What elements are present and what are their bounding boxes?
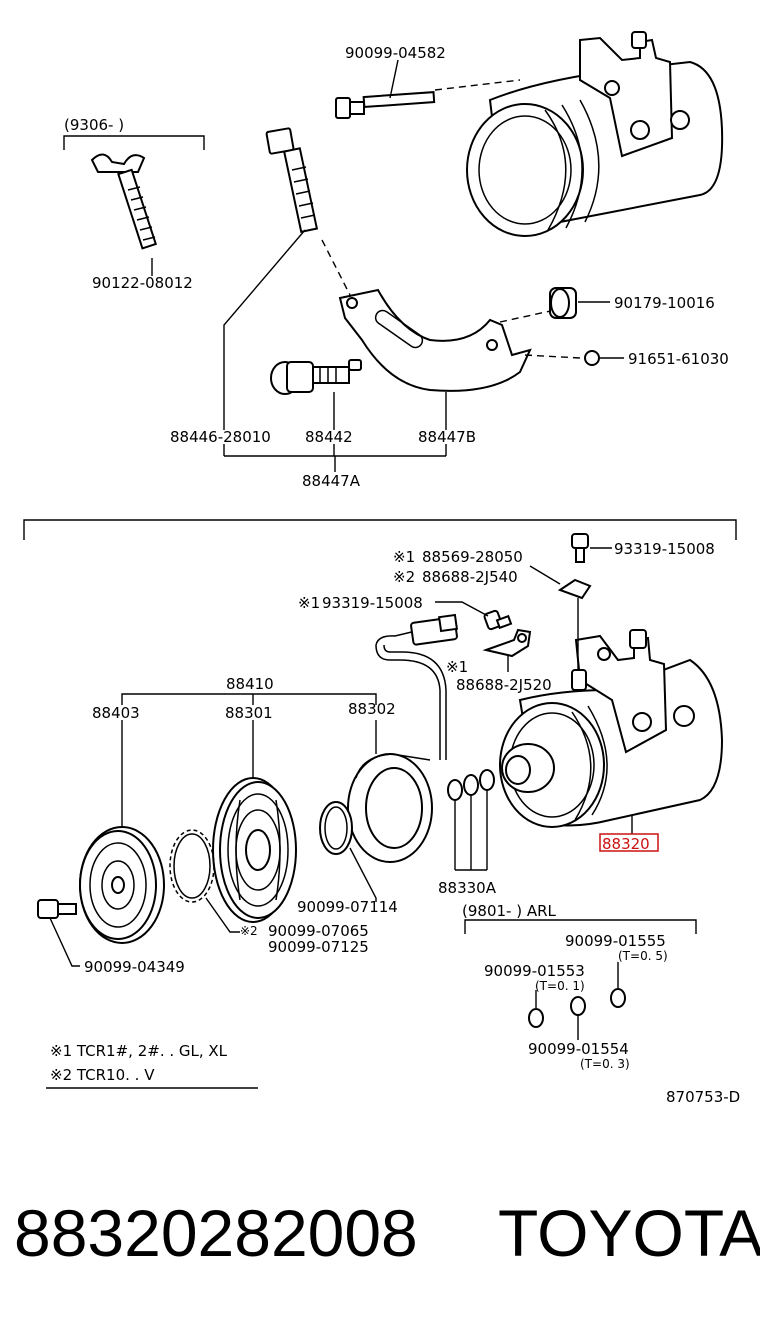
shims-illustration	[447, 769, 495, 871]
label-90099-01553: 90099-01553	[484, 962, 585, 980]
note-clip: ※1	[446, 658, 468, 676]
clip-illustration	[482, 628, 532, 672]
flange-nut-illustration	[549, 287, 610, 319]
note-ring: ※2	[240, 924, 258, 938]
label-bracket-range: (9306- )	[64, 116, 124, 134]
note-line-2: ※2 TCR10. . V	[50, 1066, 155, 1084]
pin-illustration	[270, 359, 362, 395]
stator-illustration	[347, 753, 433, 863]
label-88688-2j520: 88688-2J520	[456, 676, 552, 694]
snap-ring-illustration	[319, 801, 377, 902]
bracket-illustration	[338, 288, 532, 392]
wave-ring-illustration	[169, 829, 240, 933]
label-88403: 88403	[92, 704, 140, 722]
label-91651-61030: 91651-61030	[628, 350, 729, 368]
label-88688-2j540: 88688-2J540	[422, 568, 518, 586]
label-90099-01554: 90099-01554	[528, 1040, 629, 1058]
compressor-88320-illustration	[499, 598, 724, 834]
pulley-illustration	[212, 777, 297, 923]
wing-bolt-illustration	[90, 153, 158, 276]
note-bolt-left: ※1	[298, 594, 320, 612]
note-line-1: ※1 TCR1#, 2#. . GL, XL	[50, 1042, 228, 1060]
label-88330a: 88330A	[438, 879, 497, 897]
shim-washers-illustration	[528, 962, 626, 1040]
label-88569-28050: 88569-28050	[422, 548, 523, 566]
label-90099-07114: 90099-07114	[297, 898, 398, 916]
label-88447a: 88447A	[302, 472, 361, 490]
note-clamp: ※1	[393, 548, 415, 566]
small-nut-illustration	[584, 350, 624, 366]
label-thickness-03: (T=0. 3)	[580, 1057, 630, 1071]
label-88410: 88410	[226, 675, 274, 693]
bolt-left-illustration	[435, 601, 513, 631]
label-arl-range: (9801- ) ARL	[462, 902, 557, 920]
label-90099-04349: 90099-04349	[84, 958, 185, 976]
label-88320[interactable]: 88320	[602, 835, 650, 853]
label-90099-07125: 90099-07125	[268, 938, 369, 956]
note-clamp-alt: ※2	[393, 568, 415, 586]
brand-caption: TOYOTA	[498, 1196, 760, 1270]
label-88302: 88302	[348, 700, 396, 718]
lower-group-bracket	[23, 519, 737, 540]
label-90099-01555: 90099-01555	[565, 932, 666, 950]
label-thickness-01: (T=0. 1)	[535, 979, 585, 993]
stud-bolt-illustration	[265, 127, 319, 234]
label-90099-07065: 90099-07065	[268, 922, 369, 940]
clamp-illustration	[529, 565, 592, 600]
label-88442: 88442	[305, 428, 353, 446]
label-88447b: 88447B	[418, 428, 476, 446]
connector-illustration	[410, 613, 459, 646]
diagram-code: 870753-D	[666, 1088, 740, 1106]
highlight-box-88320	[599, 833, 659, 852]
hub-illustration	[79, 826, 165, 944]
label-93319-15008-right: 93319-15008	[614, 540, 715, 558]
label-93319-15008-left: 93319-15008	[322, 594, 423, 612]
bolt-right-illustration	[571, 533, 612, 563]
long-bolt-illustration	[335, 59, 436, 119]
label-88301: 88301	[225, 704, 273, 722]
label-90099-04582: 90099-04582	[345, 44, 446, 62]
part-number-caption: 88320282008	[14, 1196, 418, 1270]
label-90179-10016: 90179-10016	[614, 294, 715, 312]
compressor-upper-illustration	[466, 31, 724, 237]
label-88446-28010: 88446-28010	[170, 428, 271, 446]
label-thickness-05: (T=0. 5)	[618, 949, 668, 963]
hub-bolt-illustration	[37, 899, 80, 967]
label-90122-08012: 90122-08012	[92, 274, 193, 292]
